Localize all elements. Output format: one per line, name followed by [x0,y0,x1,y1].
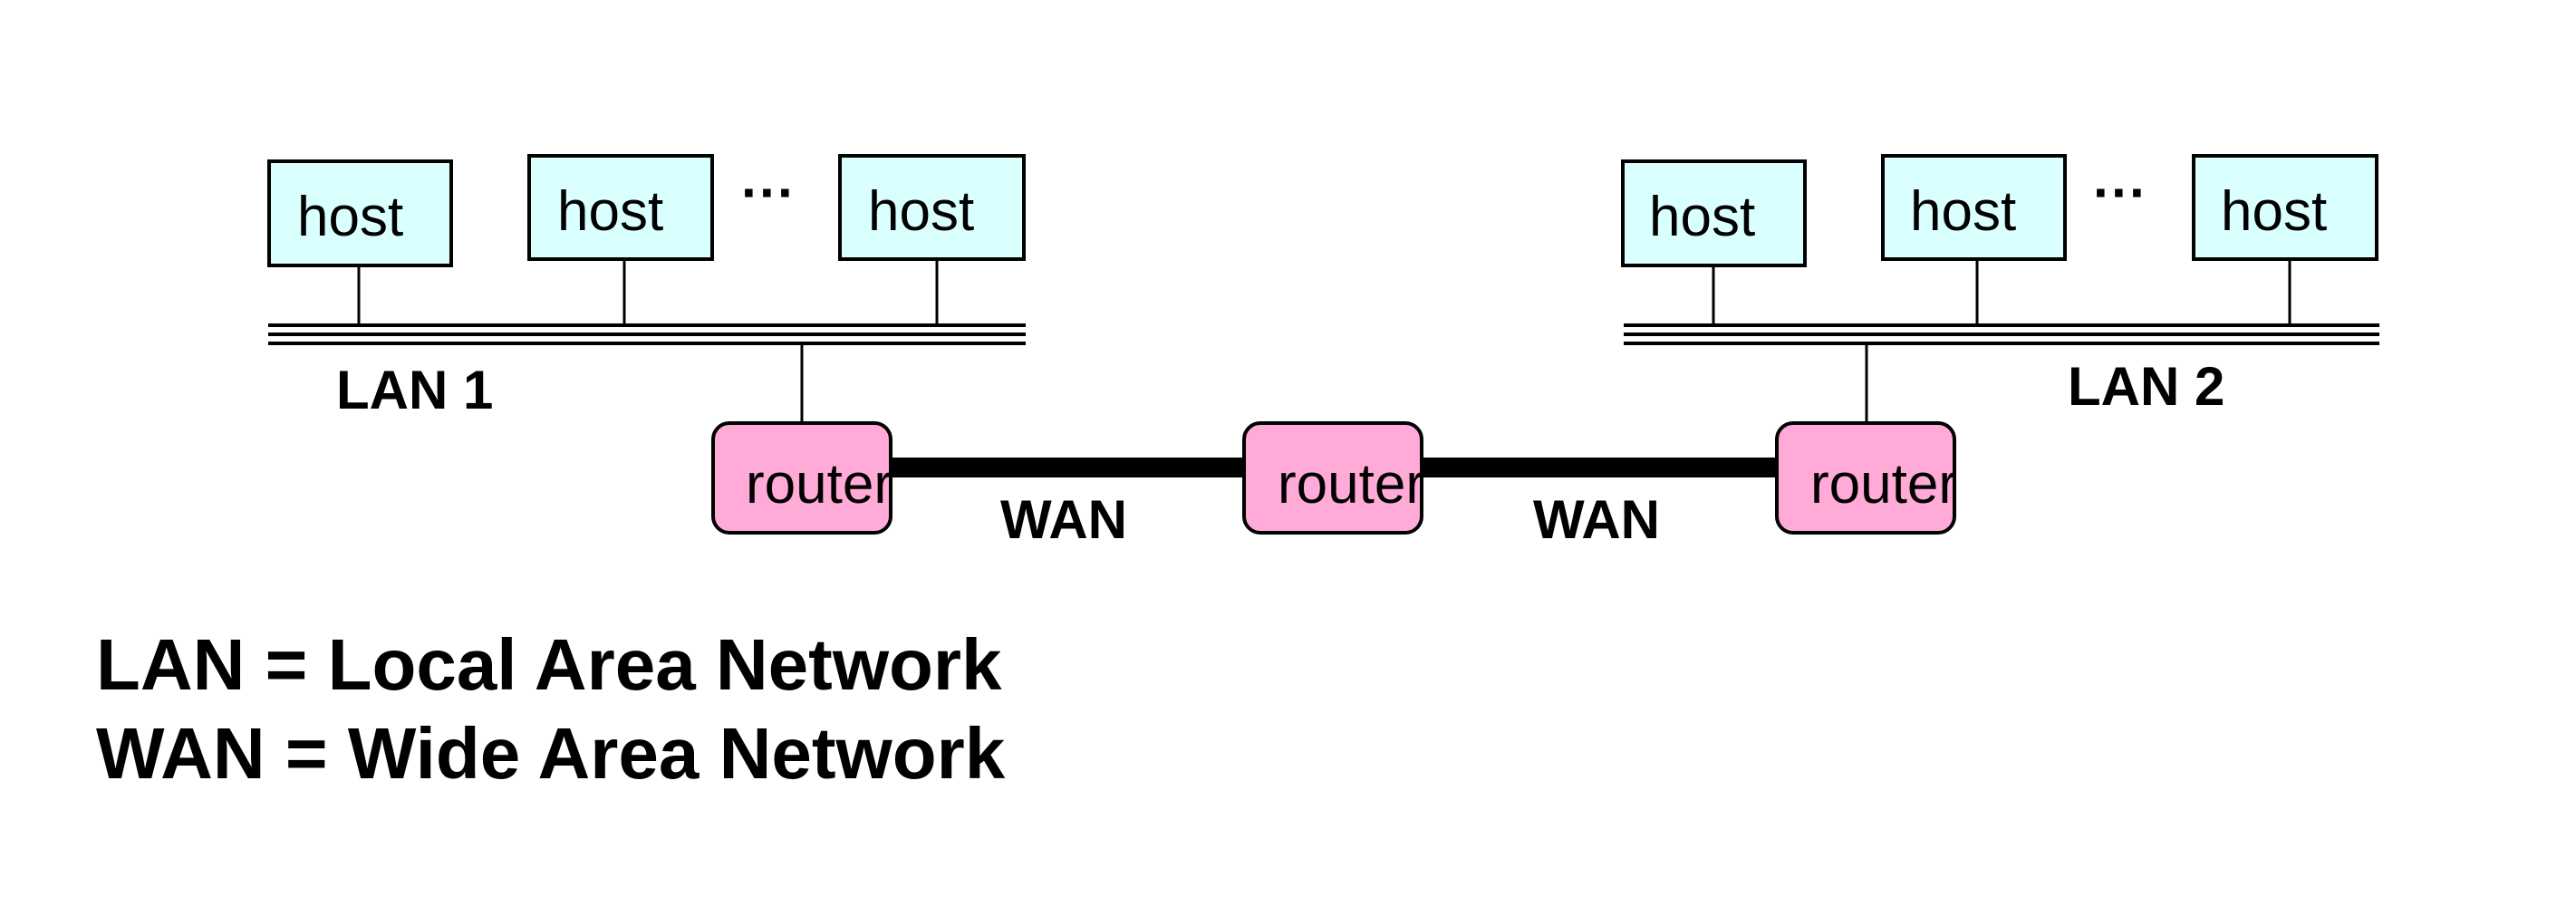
router-3: router [1775,421,1957,535]
legend-lan: LAN = Local Area Network [96,624,1002,705]
lan1-host-3: host [838,154,1026,261]
router-2: router [1242,421,1424,535]
lan1-ellipsis: ··· [741,162,796,223]
host-label: host [1649,186,1755,248]
host-label: host [1910,180,2016,243]
host-label: host [2221,180,2327,243]
lan1-host-1: host [267,159,453,267]
lan1-label: LAN 1 [336,360,493,420]
router-label: router [1810,453,1957,516]
lan2-connectors [1712,259,2291,421]
lan2-host-2: host [1881,154,2067,261]
lan1-bus [268,323,1026,345]
legend-wan: WAN = Wide Area Network [96,713,1006,794]
router-label: router [1278,453,1424,516]
lan2-ellipsis: ··· [2093,162,2147,223]
host-label: host [297,186,403,248]
wan-label-2: WAN [1533,489,1660,550]
router-label: router [746,453,892,516]
lan1-host-2: host [527,154,714,261]
router-1: router [711,421,892,535]
lan2-bus [1624,323,2379,345]
lan2-host-1: host [1621,159,1807,267]
lan1-connectors [357,259,939,421]
lan2-label: LAN 2 [2068,356,2224,417]
lan2-host-3: host [2192,154,2378,261]
host-label: host [557,180,663,243]
host-label: host [868,180,974,243]
wan-label-1: WAN [1000,489,1127,550]
